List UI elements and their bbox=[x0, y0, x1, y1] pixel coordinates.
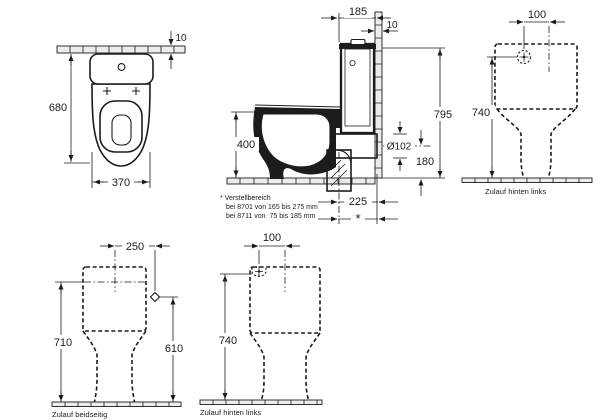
view-rear-bottom-mid: 100 740 Zulauf hinten links bbox=[199, 230, 323, 417]
bowl-water-area bbox=[111, 114, 132, 146]
dim-text-100-bm: 100 bbox=[263, 232, 281, 244]
floor-section bbox=[226, 177, 445, 185]
note-line-1: * Verstellbereich bbox=[220, 195, 271, 202]
inlet-diamond-marker bbox=[149, 291, 161, 303]
dim-text-795: 795 bbox=[434, 109, 452, 121]
dim-text-250: 250 bbox=[126, 241, 144, 253]
dim-text-10-wall: 10 bbox=[386, 20, 398, 31]
adjustment-note: * Verstellbereich bei 8701 von 165 bis 2… bbox=[220, 195, 318, 220]
dim-text-740-bm: 740 bbox=[219, 335, 237, 347]
dim-inlet-offset-250: 250 bbox=[100, 240, 170, 292]
caption-zulauf-beidseitig: Zulauf beidseitig bbox=[52, 410, 107, 419]
dim-inlet-height-740-bm: 740 bbox=[214, 273, 252, 400]
cistern-rear-outline bbox=[494, 43, 578, 110]
dim-total-height-795: 795 bbox=[382, 47, 456, 178]
dim-text-185: 185 bbox=[349, 6, 367, 18]
bowl-rear-outline-bl bbox=[82, 330, 147, 403]
dim-inlet-height-740: 740 bbox=[468, 56, 517, 178]
view-top-front: 10 680 370 bbox=[46, 31, 187, 189]
wall-band bbox=[56, 45, 186, 54]
dim-text-100-tr: 100 bbox=[528, 9, 546, 21]
cistern-valve-dot bbox=[349, 60, 356, 67]
dim-text-710: 710 bbox=[54, 337, 72, 349]
dim-text-225: 225 bbox=[349, 196, 367, 208]
inlet-marker bbox=[516, 49, 532, 65]
dim-seat-wall-gap: 10 bbox=[168, 31, 187, 69]
dim-text-180: 180 bbox=[416, 156, 434, 168]
seat-line bbox=[254, 104, 342, 108]
cistern-outline bbox=[89, 53, 154, 85]
dim-text-370: 370 bbox=[112, 177, 130, 189]
view-side-section: 185 10 795 400 bbox=[220, 5, 456, 226]
dim-inlet-height-610: 610 bbox=[159, 296, 187, 402]
dim-text-102: Ø102 bbox=[387, 142, 412, 153]
seat-hinge-marks bbox=[103, 87, 140, 95]
dim-side-inlet-height-710: 710 bbox=[49, 281, 83, 402]
dim-outlet-height-180: 180 bbox=[411, 130, 438, 196]
wall-section bbox=[374, 11, 383, 179]
dim-text-610: 610 bbox=[165, 343, 183, 355]
dim-inlet-offset-100-bm: 100 bbox=[244, 230, 300, 292]
view-rear-bottom-left: 250 710 610 Zulauf beidseitig bbox=[49, 240, 187, 419]
bowl-rear-outline bbox=[496, 108, 576, 179]
floor-line-tr bbox=[461, 177, 593, 183]
dim-width-370: 370 bbox=[91, 152, 151, 189]
caption-zulauf-hinten-links-top: Zulauf hinten links bbox=[485, 187, 546, 196]
bowl-rear-outline-bm bbox=[249, 332, 321, 401]
dim-text-star: * bbox=[355, 211, 360, 226]
view-rear-top-right: 100 740 Zulauf hinten links bbox=[461, 7, 593, 196]
dim-inlet-offset-100: 100 bbox=[509, 7, 565, 72]
cistern-rear-outline-bm bbox=[249, 266, 321, 334]
cistern-rear-outline-bl bbox=[82, 266, 147, 332]
dim-text-680: 680 bbox=[49, 102, 67, 114]
dim-seat-height-400: 400 bbox=[231, 111, 259, 178]
dim-wall-thickness-10: 10 bbox=[361, 20, 398, 34]
dim-cistern-wall-185: 185 bbox=[321, 5, 391, 42]
floor-line-bl bbox=[51, 401, 182, 407]
cistern-section bbox=[339, 38, 376, 135]
bowl-cavity bbox=[260, 113, 331, 168]
dim-depth-680: 680 bbox=[46, 54, 90, 164]
note-line-2: bei 8701 von 165 bis 275 mm bbox=[226, 204, 318, 211]
dim-text-400: 400 bbox=[237, 139, 255, 151]
floor-line-bm bbox=[199, 399, 323, 405]
flush-button bbox=[117, 63, 126, 71]
caption-zulauf-hinten-links-bottom: Zulauf hinten links bbox=[200, 408, 261, 417]
dim-text-740-tr: 740 bbox=[472, 107, 490, 119]
dim-outlet-diameter-102: Ø102 bbox=[384, 121, 415, 171]
dim-outlet-wall-225: 225 * bbox=[318, 174, 398, 226]
dim-text-10-top: 10 bbox=[175, 33, 187, 44]
note-line-3: bei 8711 von 75 bis 185 mm bbox=[226, 213, 316, 220]
inlet-cup-marker bbox=[251, 266, 267, 277]
